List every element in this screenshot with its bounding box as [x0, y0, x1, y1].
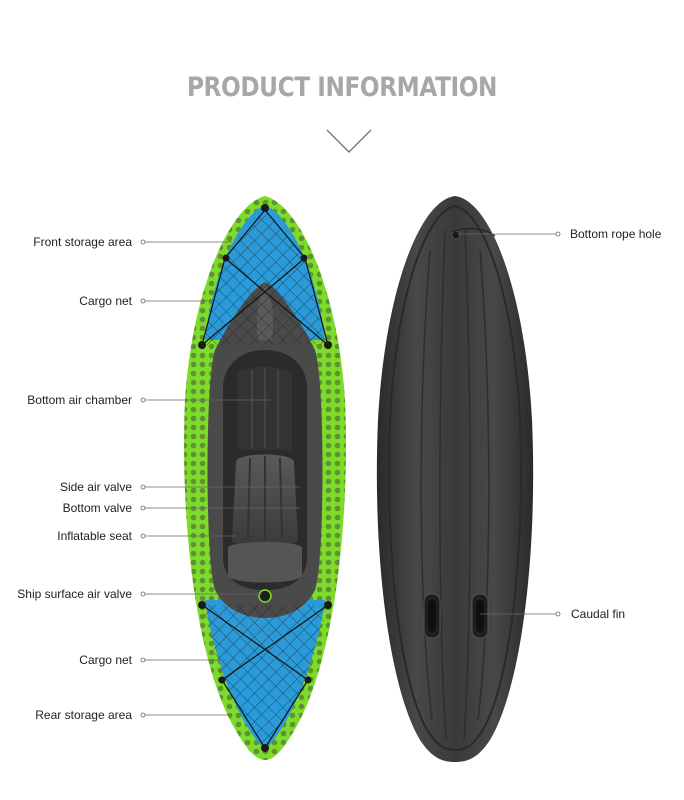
label-caudal-fin: Caudal fin	[571, 607, 626, 621]
label-front-storage-area: Front storage area	[33, 235, 132, 249]
label-rear-storage-area: Rear storage area	[35, 708, 132, 722]
label-inflatable-seat: Inflatable seat	[57, 529, 132, 543]
label-side-air-valve: Side air valve	[59, 480, 132, 494]
label-cargo-net-rear: Cargo net	[79, 653, 132, 667]
leader-lines-left	[140, 239, 300, 718]
kayak-top-view	[184, 196, 346, 760]
label-cargo-net-front: Cargo net	[79, 294, 132, 308]
leader-lines-right	[458, 231, 561, 617]
kayak-bottom-view	[376, 196, 534, 762]
label-ship-surface-air-valve: Ship surface air valve	[17, 587, 132, 601]
page-title: PRODUCT INFORMATION	[186, 72, 498, 103]
label-bottom-air-chamber: Bottom air chamber	[27, 393, 132, 407]
label-bottom-valve: Bottom valve	[62, 501, 132, 515]
label-bottom-rope-hole: Bottom rope hole	[570, 227, 662, 241]
